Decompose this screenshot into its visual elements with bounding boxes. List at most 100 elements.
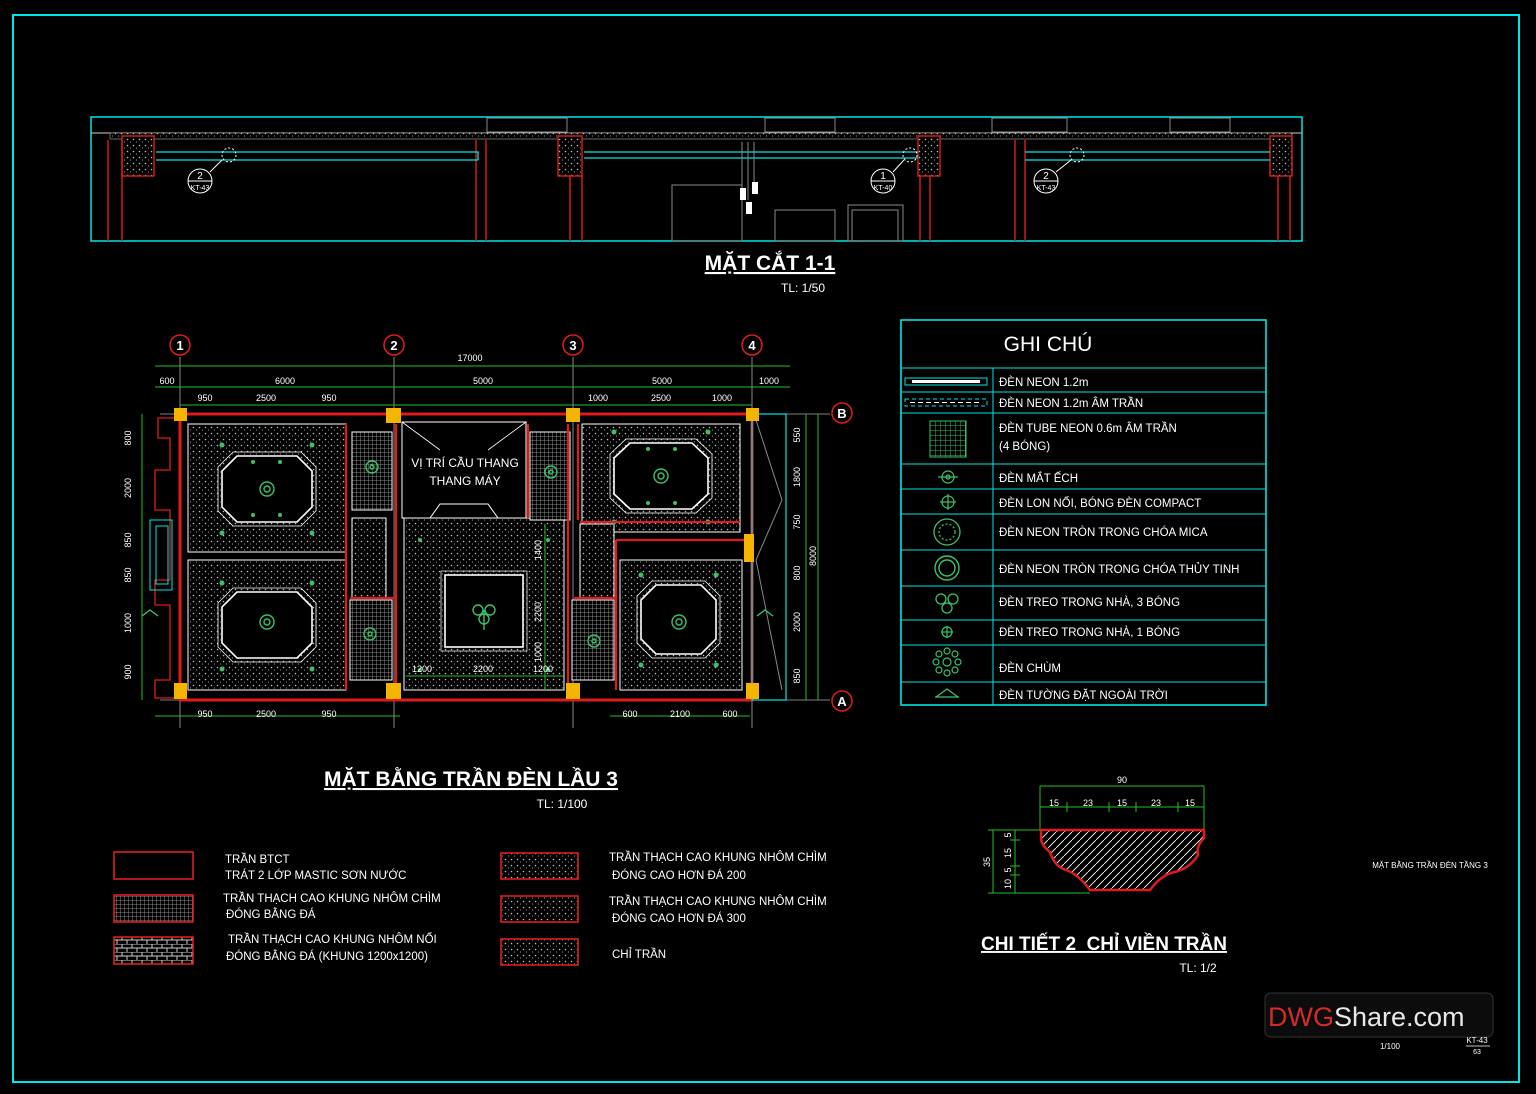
material-label: ĐÓNG CAO HƠN ĐÁ 200 <box>612 869 746 882</box>
legend-table: GHI CHÚ <box>900 319 1267 706</box>
ceiling-panel <box>529 431 571 521</box>
dim-label: 1000 <box>712 393 732 403</box>
sheet-frame <box>12 14 1520 1083</box>
detail-scale: TL: 1/2 <box>1179 961 1217 975</box>
axis-label: 4 <box>748 338 756 353</box>
ceiling-plan: 1 2 3 4 B A 17000 600 6000 5000 5000 100… <box>123 334 853 728</box>
axis-bubble-b <box>831 402 853 424</box>
section-tag-number: 2 <box>197 171 203 182</box>
detail-dim: 15 <box>1003 848 1013 858</box>
material-label: CHỈ TRẦN <box>612 948 666 961</box>
dim-label: 1400 <box>533 540 543 560</box>
dim-label: 1000 <box>123 613 133 633</box>
dim-label: 1000 <box>588 393 608 403</box>
pendant-3-bulb-icon <box>935 593 959 614</box>
detail-dim: 35 <box>982 857 992 867</box>
dim-label: 600 <box>722 709 737 719</box>
dim-label: 850 <box>792 668 802 683</box>
material-swatch-dots <box>500 938 579 966</box>
material-swatch-dots <box>500 852 579 880</box>
dim-label: 950 <box>321 709 336 719</box>
legend-label: ĐÈN NEON TRÒN TRONG CHÓA THỦY TINH <box>999 563 1239 576</box>
detail-dim: 23 <box>1151 798 1161 808</box>
dim-label: 2500 <box>256 709 276 719</box>
ceiling-panel <box>351 517 387 599</box>
legend-label: ĐÈN NEON 1.2m ÂM TRẦN <box>999 397 1143 410</box>
plan-scale: TL: 1/100 <box>537 797 588 811</box>
dim-label: 2100 <box>670 709 690 719</box>
detail-dim: 5 <box>1003 832 1013 837</box>
dim-label: 8000 <box>808 546 818 566</box>
dim-label: 2200 <box>473 664 493 674</box>
detail-dim: 15 <box>1049 798 1059 808</box>
axis-bubble-a <box>831 690 853 712</box>
material-label: ĐÓNG BẰNG ĐÁ (KHUNG 1200x1200) <box>226 950 428 963</box>
detail-dim: 23 <box>1083 798 1093 808</box>
axis-bubble-3 <box>562 334 584 356</box>
material-label: TRẦN THẠCH CAO KHUNG NHÔM CHÌM <box>223 892 441 905</box>
sheet-name: MẶT BẰNG TRẦN ĐÈN TẦNG 3 <box>1372 860 1488 870</box>
detail-dim: 15 <box>1185 798 1195 808</box>
detail-dim: 10 <box>1003 879 1013 889</box>
dim-label: 1000 <box>533 642 543 662</box>
dim-label: 800 <box>123 430 133 445</box>
dim-label: 2200 <box>533 602 543 622</box>
axis-label: 3 <box>569 338 576 353</box>
dim-label: 1800 <box>792 467 802 487</box>
watermark-part: DWG <box>1268 1002 1334 1032</box>
compact-light-icon <box>940 494 956 510</box>
titleblock-page: 63 <box>1473 1049 1481 1056</box>
dim-label: 2000 <box>792 612 802 632</box>
section-drawing: 2 KT-43 1 KT-40 2 KT-43 <box>90 116 1303 242</box>
dim-label: 850 <box>123 532 133 547</box>
legend-label: ĐÈN NEON 1.2m <box>999 376 1088 389</box>
dim-label: 950 <box>197 393 212 403</box>
dim-label: 1000 <box>759 376 779 386</box>
recessed-neon-icon <box>904 398 988 407</box>
legend-label: (4 BÓNG) <box>999 440 1050 453</box>
material-label: ĐÓNG BẰNG ĐÁ <box>226 908 316 921</box>
watermark-logo: DWGShare.com <box>1264 992 1494 1038</box>
detail-dim: 15 <box>1117 798 1127 808</box>
tube-grid-icon <box>929 420 967 458</box>
axis-bubble-1 <box>169 334 191 356</box>
material-label: TRẦN THẠCH CAO KHUNG NHÔM NỔI <box>228 933 437 946</box>
cornice-detail: 90 15 23 15 23 15 35 5 15 5 10 <box>982 775 1206 894</box>
section-tag-number: 2 <box>1043 171 1049 182</box>
legend-label: ĐÈN NEON TRÒN TRONG CHÓA MICA <box>999 526 1208 539</box>
outdoor-wall-light-icon <box>935 688 959 698</box>
dim-label: 1200 <box>412 664 432 674</box>
detail-dim: 5 <box>1003 867 1013 872</box>
dim-label: 2500 <box>256 393 276 403</box>
material-label: TRÁT 2 LỚP MASTIC SƠN NƯỚC <box>225 869 406 882</box>
mica-round-light-icon <box>933 518 961 546</box>
legend-label: ĐÈN LON NỔI, BÓNG ĐÈN COMPACT <box>999 497 1201 510</box>
ceiling-panel <box>351 431 393 511</box>
material-label: TRẦN THẠCH CAO KHUNG NHÔM CHÌM <box>609 895 827 908</box>
section-title: MẶT CẮT 1-1 <box>705 251 836 275</box>
section-tag-ref: KT-40 <box>874 185 893 192</box>
titleblock-code: KT-43 <box>1466 1036 1488 1045</box>
stair-label: VỊ TRÍ CẦU THANG <box>411 455 519 470</box>
material-label: ĐÓNG CAO HƠN ĐÁ 300 <box>612 912 746 925</box>
legend-label: ĐÈN CHÙM <box>999 662 1061 675</box>
section-tag-number: 1 <box>880 171 886 182</box>
dim-label: 900 <box>123 664 133 679</box>
dim-label: 1200 <box>533 664 553 674</box>
material-swatch-dots <box>500 895 579 923</box>
dim-label: 550 <box>792 427 802 442</box>
dim-label: 950 <box>197 709 212 719</box>
ceiling-panel <box>579 523 615 599</box>
stair-label: THANG MÁY <box>429 473 500 488</box>
material-swatch-brick <box>113 936 194 965</box>
axis-label: 2 <box>390 338 397 353</box>
dim-label: 750 <box>792 514 802 529</box>
legend-label: ĐÈN MẮT ẾCH <box>999 472 1078 485</box>
material-label: TRẦN THẠCH CAO KHUNG NHÔM CHÌM <box>609 851 827 864</box>
legend-label: ĐÈN TREO TRONG NHÀ, 3 BÓNG <box>999 596 1180 609</box>
dim-label: 5000 <box>473 376 493 386</box>
dim-label: 600 <box>159 376 174 386</box>
dim-label: 2000 <box>123 478 133 498</box>
axis-bubble-2 <box>383 334 405 356</box>
chandelier-icon <box>932 647 962 677</box>
